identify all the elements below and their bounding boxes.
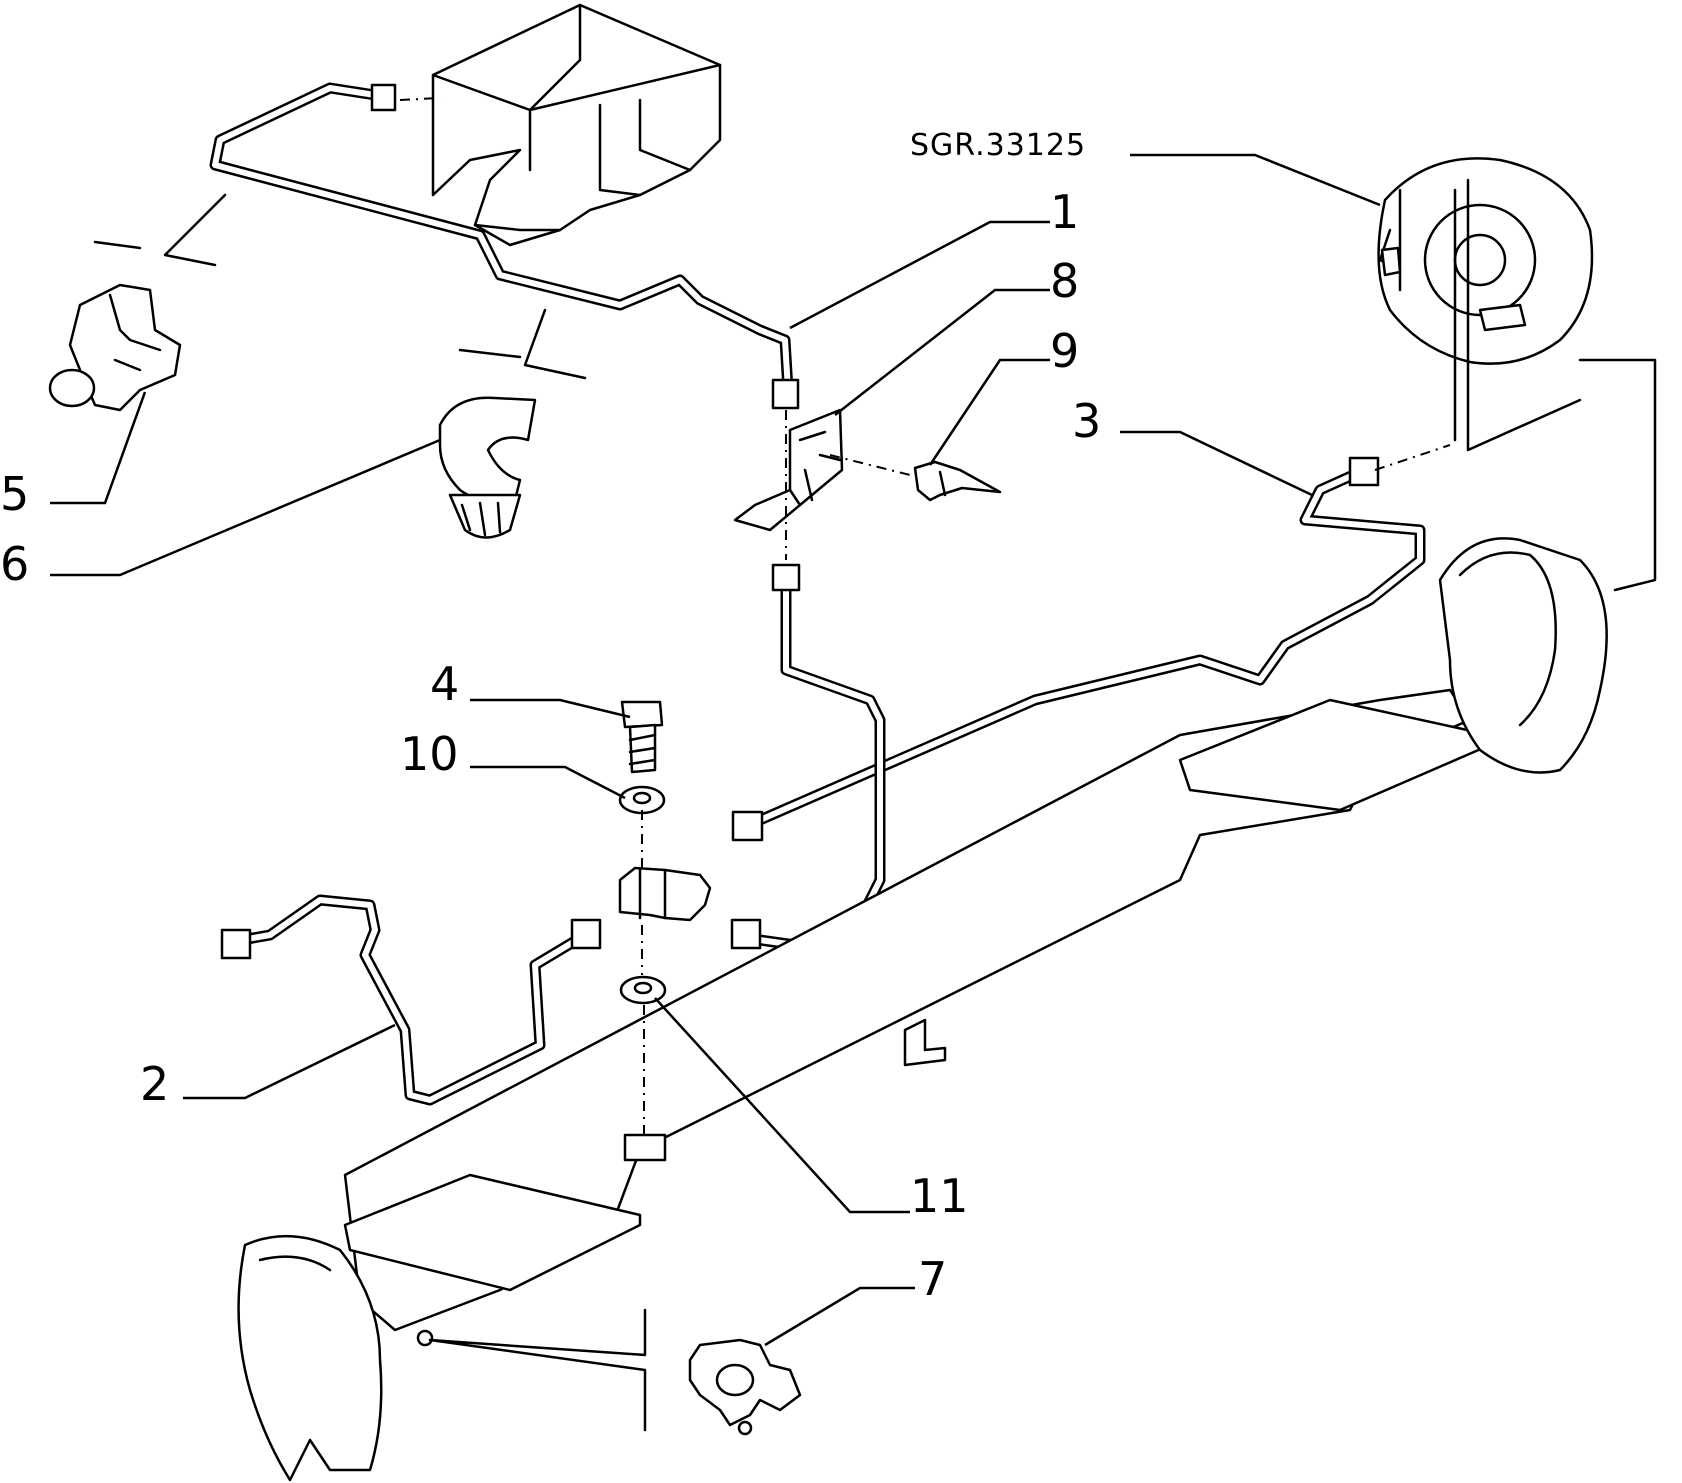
callout-6: 6 bbox=[0, 537, 29, 591]
brake-pipe-2 bbox=[220, 894, 602, 1106]
washer-part-10 bbox=[618, 785, 666, 815]
bracket-part-8 bbox=[733, 408, 844, 532]
bolt-part-9 bbox=[913, 460, 1002, 502]
callout-3: 3 bbox=[1072, 394, 1101, 448]
clip-part-6 bbox=[438, 396, 537, 539]
callout-2: 2 bbox=[140, 1057, 169, 1111]
leader-9 bbox=[928, 358, 1050, 466]
leader-6 bbox=[50, 438, 441, 577]
leader-sgr bbox=[1130, 153, 1381, 207]
clip-part-5 bbox=[48, 283, 182, 412]
tee-connector bbox=[618, 866, 712, 922]
brake-backing-plate bbox=[1377, 157, 1594, 365]
brake-pipe-vertical bbox=[730, 563, 886, 951]
washer-part-11 bbox=[619, 975, 667, 1005]
leader-11 bbox=[654, 997, 910, 1214]
callout-4: 4 bbox=[430, 657, 459, 711]
rear-axle-beam bbox=[237, 537, 1608, 1482]
callout-10: 10 bbox=[400, 727, 459, 781]
master-cylinder-housing bbox=[431, 3, 722, 247]
leader-10 bbox=[470, 765, 626, 800]
leader-lines bbox=[50, 153, 1381, 1347]
leader-7 bbox=[764, 1286, 915, 1347]
reference-code-label: SGR.33125 bbox=[910, 128, 1086, 163]
bolt-part-4 bbox=[620, 700, 664, 774]
callout-11: 11 bbox=[910, 1169, 969, 1223]
clip-part-7 bbox=[688, 1338, 802, 1436]
callout-1: 1 bbox=[1050, 185, 1079, 239]
leader-8 bbox=[834, 288, 1050, 416]
callout-9: 9 bbox=[1050, 324, 1079, 378]
pipe-3-axis-line bbox=[1374, 444, 1451, 471]
callout-5: 5 bbox=[0, 467, 29, 521]
leader-4 bbox=[470, 698, 631, 719]
leader-3 bbox=[1120, 430, 1313, 497]
brake-pipe-1 bbox=[209, 82, 800, 410]
leader-5 bbox=[50, 391, 147, 505]
leader-2 bbox=[183, 1023, 396, 1100]
bolt-9-axis-line bbox=[829, 454, 911, 476]
clip-7-guide-lines bbox=[428, 1308, 647, 1432]
break-marks-top bbox=[93, 193, 587, 380]
leader-1 bbox=[789, 220, 1050, 330]
callout-8: 8 bbox=[1050, 254, 1079, 308]
pipe-1-axis-line bbox=[399, 97, 441, 101]
right-break-mark bbox=[1578, 358, 1657, 592]
callout-7: 7 bbox=[918, 1252, 947, 1306]
brake-pipe-3 bbox=[731, 456, 1426, 842]
backing-plate-guide-lines bbox=[1453, 178, 1582, 452]
